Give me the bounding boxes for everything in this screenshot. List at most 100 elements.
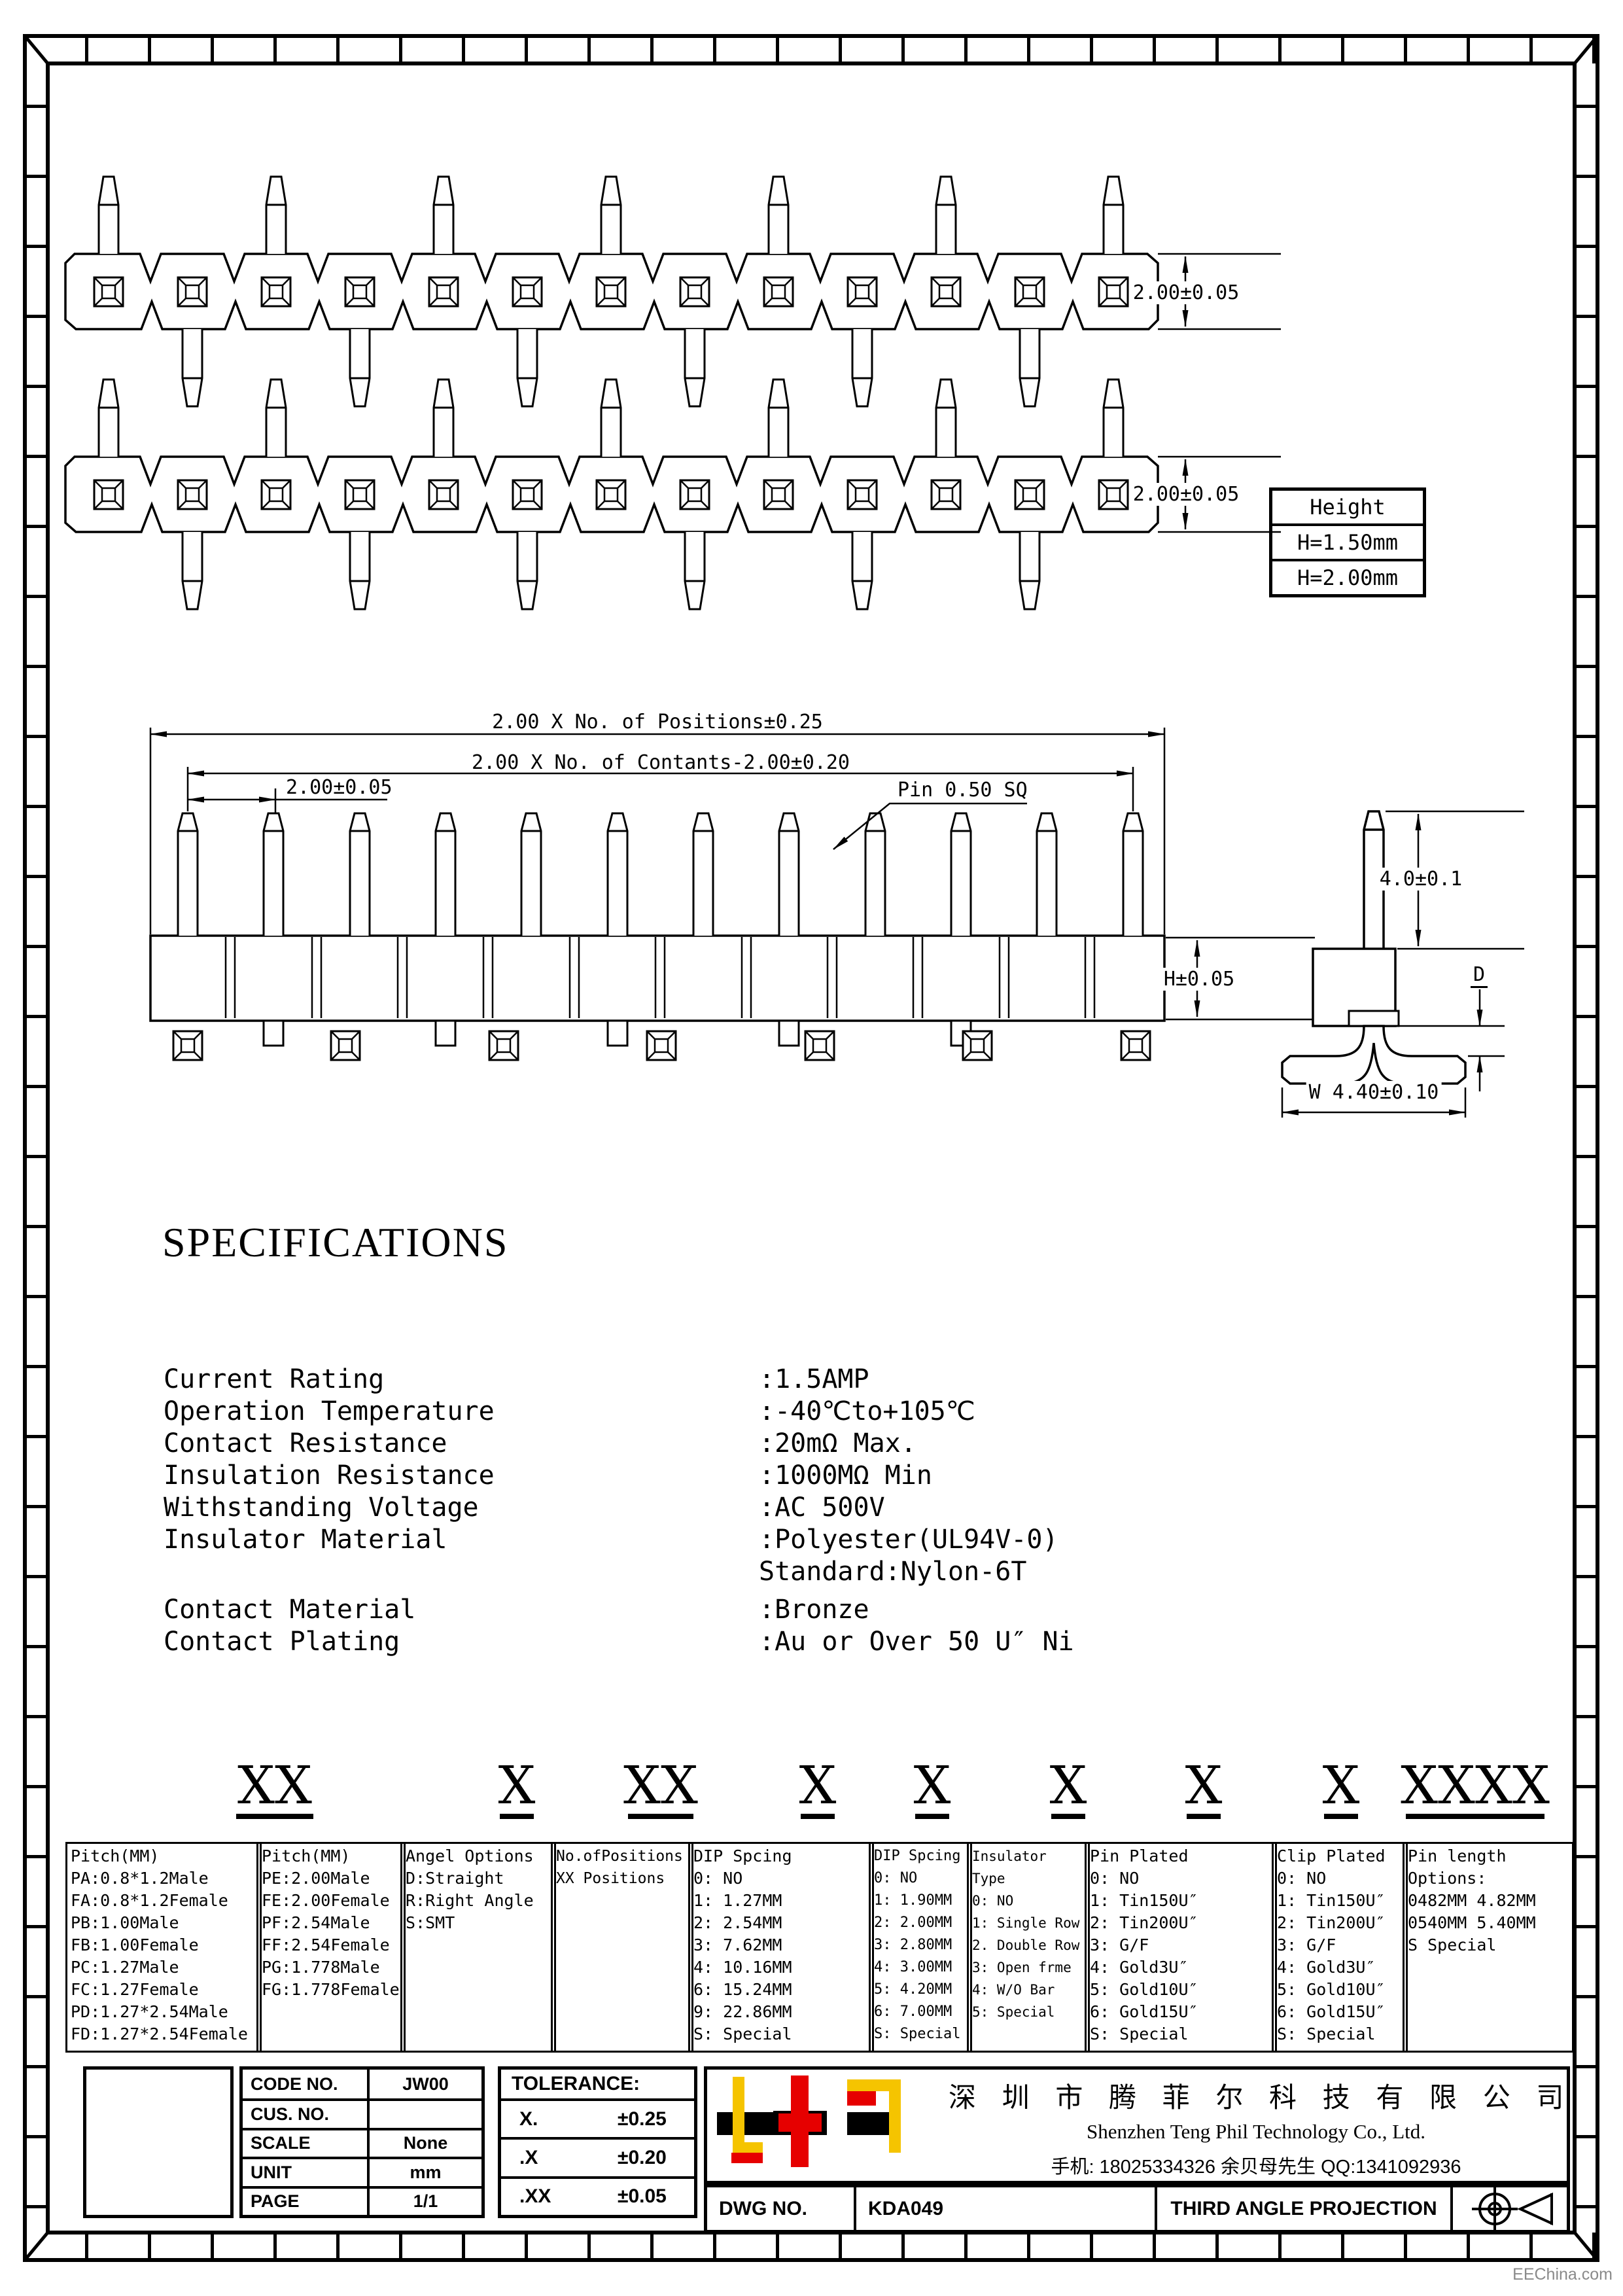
option-column-lines: 0: NO 1: 1.27MM 2: 2.54MM 3: 7.62MM 4: 1… [693,1869,792,2043]
strip-view-1 [64,175,1281,408]
dim-strip2-pitch: 2.00±0.05 [1130,483,1242,506]
code-group: XX [237,1755,312,1816]
option-column-lines: PE:2.00Male FE:2.00Female PF:2.54Male FF… [262,1869,400,1999]
spec-value: :1000MΩ Min [759,1460,932,1491]
dim-width: W 4.40±0.10 [1306,1081,1442,1104]
company-name-cn: 深 圳 市 腾 菲 尔 科 技 有 限 公 司 [949,2082,1573,2113]
option-column-title: Insulator Type [972,1848,1047,1886]
front-view-dimensions [149,728,1315,1021]
option-column-title: DIP Spcing [874,1848,961,1864]
option-column-lines: XX Positions [556,1870,665,1887]
height-table-row: H=1.50mm [1272,523,1423,559]
option-column-lines: 0: NO 1: 1.90MM 2: 2.00MM 3: 2.80MM 4: 3… [874,1870,961,2042]
title-block-blank-box [83,2066,234,2218]
spec-row: Insulation Resistance:1000MΩ Min [164,1460,932,1491]
tolerance-value: ±0.20 [618,2146,667,2168]
side-view [1281,810,1467,1085]
option-column-title: Pitch(MM) [71,1846,160,1865]
dim-positions: 2.00 X No. of Positions±0.25 [492,711,823,733]
dim-body-height: H±0.05 [1161,968,1238,991]
dim-contacts: 2.00 X No. of Contants-2.00±0.20 [472,751,850,774]
code-group: XX [623,1755,698,1816]
tolerance-value: ±0.25 [618,2108,667,2130]
option-column-lines: PA:0.8*1.2Male FA:0.8*1.2Female PB:1.00M… [71,1869,248,2043]
info-value: 1/1 [367,2188,481,2215]
info-row: UNIT mm [243,2157,481,2186]
code-group: X [498,1755,536,1816]
option-column-lines: 0: NO 1: Tin150U″ 2: Tin200U″ 3: G/F 4: … [1277,1869,1386,2043]
option-column-pin-plated: Pin Plated 0: NO 1: Tin150U″ 2: Tin200U″… [1085,1842,1277,2053]
tolerance-title: TOLERANCE: [512,2073,640,2094]
title-block-company-box [704,2066,1570,2184]
spec-label: Withstanding Voltage [164,1492,479,1523]
code-underline [1051,1814,1085,1819]
info-label: UNIT [251,2162,292,2182]
strip-view-2 [64,378,1281,610]
projection-symbol-cell [1450,2187,1567,2230]
option-column-pin-length: Pin length Options: 0482MM 4.82MM 0540MM… [1403,1842,1574,2053]
code-group: XXXX [1401,1755,1550,1816]
code-underline [236,1814,313,1819]
height-table-row: H=2.00mm [1272,559,1423,594]
code-underline [1324,1814,1358,1819]
spec-label: Operation Temperature [164,1396,495,1426]
tolerance-row: .X ±0.20 [501,2137,694,2176]
spec-row: Current Rating :1.5AMP [164,1364,869,1394]
spec-label: Contact Resistance [164,1428,447,1458]
spec-row: Operation Temperature :-40℃to+105℃ [164,1396,975,1426]
dim-depth: D [1471,963,1488,988]
option-column-title: DIP Spcing [693,1846,792,1865]
dim-pin-height: 4.0±0.1 [1376,868,1465,891]
spec-row: Insulator Material:Polyester(UL94V-0) [164,1525,1058,1555]
spec-value: :1.5AMP [759,1364,869,1394]
spec-value: :-40℃to+105℃ [759,1396,975,1426]
code-underline [801,1814,835,1819]
option-column-positions: No.ofPositions XX Positions [551,1842,693,2053]
code-group: X [913,1755,951,1816]
code-underline [1187,1814,1221,1819]
spec-value: :20mΩ Max. [759,1428,916,1458]
spec-row: Standard:Nylon-6T [164,1557,1026,1587]
projection-label: THIRD ANGLE PROJECTION [1155,2187,1450,2230]
spec-row: Contact Material:Bronze [164,1595,869,1625]
spec-row: Contact Plating:Au or Over 50 U″ Ni [164,1627,1074,1657]
code-underline [915,1814,949,1819]
code-group: X [1049,1755,1087,1816]
front-view [149,812,1166,1061]
option-column-dip-spacing-1: DIP Spcing 0: NO 1: 1.27MM 2: 2.54MM 3: … [688,1842,874,2053]
option-column-angle: Angel Options D:Straight R:Right Angle S… [400,1842,556,2053]
dwg-label: DWG NO. [719,2197,807,2219]
spec-value: :Bronze [759,1595,869,1625]
code-group: X [799,1755,837,1816]
info-row: CODE NO. JW00 [243,2070,481,2099]
dim-strip1-pitch: 2.00±0.05 [1130,281,1242,304]
spec-row: Contact Resistance :20mΩ Max. [164,1428,916,1458]
tolerance-digit: .X [519,2146,538,2168]
tolerance-digit: .XX [519,2185,551,2208]
spec-label: Current Rating [164,1364,385,1394]
height-table-title: Height [1310,495,1386,520]
title-block-tolerance-table: TOLERANCE: X. ±0.25 .X ±0.20 .XX ±0.05 [498,2066,697,2218]
side-view-dimensions [1281,810,1524,1118]
option-column-lines: 0: NO 1: Tin150U″ 2: Tin200U″ 3: G/F 4: … [1090,1869,1198,2043]
spec-value: :AC 500V [759,1492,885,1523]
title-block-dwg-row: DWG NO. KDA049 THIRD ANGLE PROJECTION [704,2184,1570,2233]
option-column-title: Clip Plated [1277,1846,1386,1865]
option-column-lines: Options: 0482MM 4.82MM 0540MM 5.40MM S S… [1408,1869,1536,1954]
tolerance-digit: X. [519,2108,538,2130]
specifications-title: SPECIFICATIONS [162,1219,509,1265]
info-row: SCALE None [243,2127,481,2157]
watermark: EEChina.com [1512,2265,1613,2284]
option-column-title: Pin Plated [1090,1846,1189,1865]
option-column-title: No.ofPositions [556,1848,683,1865]
code-group: X [1185,1755,1223,1816]
option-column-title: Pin length [1408,1846,1507,1865]
height-table: Height H=1.50mm H=2.00mm [1269,487,1426,597]
info-label: CUS. NO. [251,2104,330,2125]
tolerance-value: ±0.05 [618,2185,667,2208]
spec-value: :Au or Over 50 U″ Ni [759,1627,1074,1657]
code-underline [1406,1814,1544,1819]
info-value: None [367,2130,481,2157]
